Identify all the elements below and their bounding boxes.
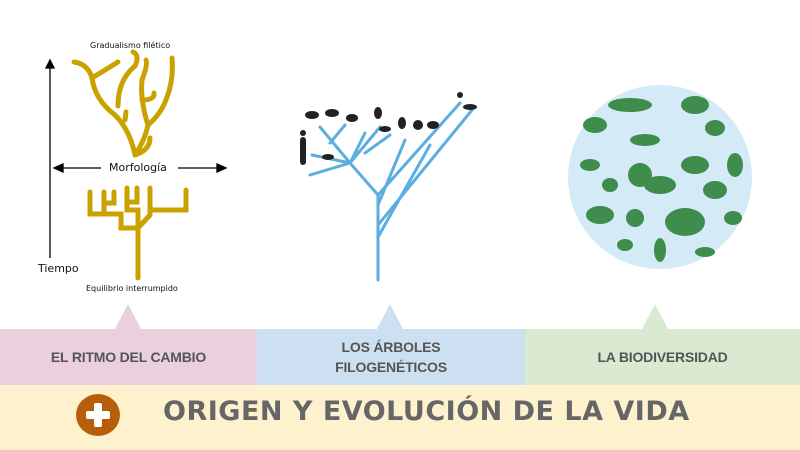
plus-icon[interactable] bbox=[76, 394, 120, 436]
tab-pointer bbox=[377, 304, 403, 329]
animal-silhouettes bbox=[300, 92, 477, 165]
morphology-label: Morfología bbox=[109, 161, 167, 174]
punctuated-label: Equilibrio interrumpido bbox=[86, 284, 178, 293]
tab-biodiversity[interactable]: LA BIODIVERSIDAD bbox=[525, 329, 800, 385]
time-label: Tiempo bbox=[38, 262, 79, 275]
phylogenetic-tree-graphic bbox=[300, 92, 477, 282]
tab-label: LA BIODIVERSIDAD bbox=[597, 349, 728, 365]
rhythm-tree-graphic bbox=[44, 49, 228, 281]
tab-label-line2: FILOGENÉTICOS bbox=[335, 359, 447, 375]
tab-label: EL RITMO DEL CAMBIO bbox=[50, 349, 207, 365]
tab-pointer bbox=[642, 304, 668, 329]
biodiversity-graphic bbox=[568, 85, 752, 269]
tab-phylogenetic-trees[interactable]: LOS ÁRBOLES FILOGENÉTICOS bbox=[257, 329, 525, 385]
tab-label-line1: LOS ÁRBOLES bbox=[341, 339, 441, 355]
tab-pointer bbox=[115, 304, 141, 329]
gradualism-label: Gradualismo filético bbox=[90, 41, 171, 50]
footer-band bbox=[0, 385, 800, 450]
page-title: ORIGEN Y EVOLUCIÓN DE LA VIDA bbox=[163, 396, 690, 427]
tab-rhythm-of-change[interactable]: EL RITMO DEL CAMBIO bbox=[0, 329, 257, 385]
